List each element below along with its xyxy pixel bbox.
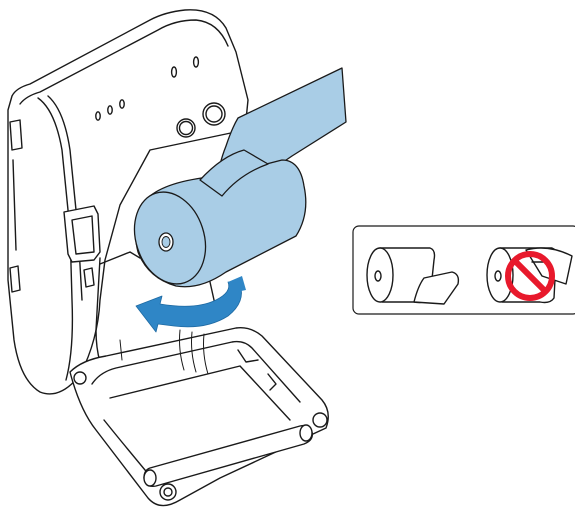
cover-hinge-left-center <box>164 488 172 496</box>
power-button-inner <box>180 122 193 135</box>
correct-roll-core <box>375 271 381 281</box>
platen-roller-end-left <box>144 470 156 486</box>
left-clip-lower <box>10 266 20 292</box>
paper-roll-core-inner <box>162 237 170 248</box>
feed-button-inner <box>206 106 222 122</box>
orientation-inset <box>353 226 575 314</box>
indicator-led-2 <box>108 106 112 114</box>
indicator-led-1 <box>96 112 100 120</box>
body-hinge <box>74 372 86 384</box>
indicator-led-4 <box>172 67 177 77</box>
left-clip-upper <box>10 120 22 150</box>
open-cover <box>70 328 328 506</box>
cover-outer <box>70 328 328 506</box>
cover-hinge-right <box>313 413 327 427</box>
curved-insert-arrow-icon <box>136 282 242 332</box>
indicator-led-3 <box>120 100 124 108</box>
platen-roller-end-right <box>300 425 312 441</box>
wrong-roll-core <box>495 271 501 281</box>
indicator-led-5 <box>194 57 199 67</box>
